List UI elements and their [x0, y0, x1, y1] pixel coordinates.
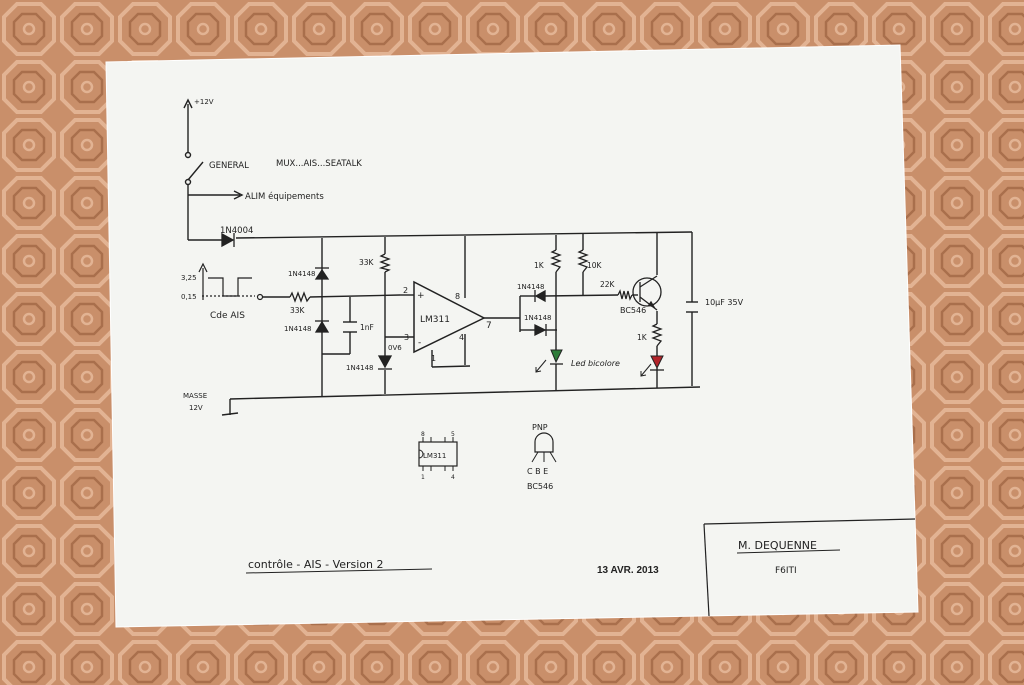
label-minus-sign: - — [418, 338, 421, 348]
capacitors — [343, 301, 698, 333]
label-pin-vcc: 8 — [455, 292, 460, 301]
schematic-wires — [183, 98, 701, 416]
label-pin-plus-num: 2 — [403, 286, 408, 295]
label-pin-1: 1 — [431, 354, 436, 363]
resistor-r-10k — [577, 249, 589, 273]
resistor-r-pullup — [550, 249, 562, 273]
footer-callsign: F6ITI — [775, 566, 797, 576]
diodes — [221, 232, 547, 370]
to92-package — [534, 432, 554, 453]
pinout-section: LM311 8 5 1 4 PNP C B E BC546 — [418, 423, 557, 491]
pinout-transistor-type: PNP — [532, 423, 548, 432]
label-r-22k: 22K — [600, 280, 616, 289]
label-r-pullup: 1K — [534, 261, 545, 270]
schematic-labels: +12V GENERAL MUX...AIS...SEATALK ALIM éq… — [181, 98, 744, 412]
label-diode-out2: 1N4148 — [524, 314, 552, 322]
lm311-comparator-symbol — [413, 280, 486, 354]
led-green — [550, 349, 563, 364]
label-led-bicolore: Led bicolore — [571, 359, 620, 368]
label-r-input: 33K — [290, 306, 306, 315]
label-diode-out1: 1N4148 — [517, 283, 545, 291]
pinout-transistor-pins: C B E — [527, 467, 548, 476]
diode-clamp-bottom-symbol — [314, 320, 330, 333]
label-pin-minus-num: 3 — [404, 333, 409, 342]
resistor-zigzags — [289, 249, 663, 347]
label-masse-12v: 12V — [189, 404, 203, 412]
resistor-r-22k — [617, 289, 633, 301]
pinout-transistor-label: BC546 — [527, 482, 553, 491]
resistor-r-input — [289, 291, 311, 303]
label-1n4004: 1N4004 — [220, 226, 253, 236]
diode-1n4004-symbol — [221, 232, 235, 248]
label-diode-clamp-bottom: 1N4148 — [284, 325, 312, 333]
footer-author: M. DEQUENNE — [738, 539, 817, 552]
label-masse: MASSE — [183, 392, 207, 400]
label-level-high: 3,25 — [181, 274, 197, 282]
resistor-r-divider — [378, 253, 391, 273]
label-vref: 0V6 — [388, 344, 402, 352]
diode-ref-symbol — [377, 355, 393, 369]
label-pin-out: 7 — [486, 321, 492, 331]
footer-date-stamp: 13 AVR. 2013 — [597, 565, 659, 576]
paper — [105, 44, 919, 628]
lm311-dip-package — [418, 441, 458, 467]
label-r-divider: 33K — [359, 258, 375, 267]
label-r-10k: 10K — [587, 261, 603, 270]
label-alim: ALIM équipements — [245, 191, 324, 202]
label-pin-gnd: 4 — [459, 333, 464, 342]
leds — [535, 349, 664, 377]
pinout-ic-pin5: 5 — [451, 431, 455, 438]
label-level-low: 0,15 — [181, 293, 197, 301]
label-diode-clamp-top: 1N4148 — [288, 270, 316, 278]
input-waveform — [198, 262, 264, 301]
label-cde-ais: Cde AIS — [210, 311, 245, 321]
label-12v: +12V — [194, 98, 214, 106]
label-bc546: BC546 — [620, 306, 646, 315]
pinout-ic-label: LM311 — [423, 452, 446, 460]
title-block: M. DEQUENNE F6ITI contrôle - AIS - Versi… — [245, 518, 916, 617]
label-r-led: 1K — [637, 333, 648, 342]
label-switch-targets: MUX...AIS...SEATALK — [276, 159, 362, 169]
bc546-transistor-symbol — [632, 275, 662, 311]
pinout-ic-pin4: 4 — [451, 474, 455, 481]
label-cap-filter: 1nF — [360, 323, 374, 332]
label-switch-general: GENERAL — [209, 161, 249, 171]
label-plus-sign: + — [417, 291, 425, 301]
diode-out2-symbol — [534, 323, 547, 337]
label-lm311: LM311 — [420, 315, 450, 325]
resistor-r-led — [651, 323, 663, 347]
led-red — [650, 355, 664, 370]
pinout-ic-pin8: 8 — [421, 431, 425, 438]
label-diode-ref: 1N4148 — [346, 364, 374, 372]
pinout-ic-pin1: 1 — [421, 474, 425, 481]
diode-clamp-top-symbol — [314, 268, 330, 280]
label-cap-out: 10µF 35V — [705, 298, 744, 307]
footer-title: contrôle - AIS - Version 2 — [248, 558, 384, 571]
diode-out1-symbol — [534, 289, 546, 303]
